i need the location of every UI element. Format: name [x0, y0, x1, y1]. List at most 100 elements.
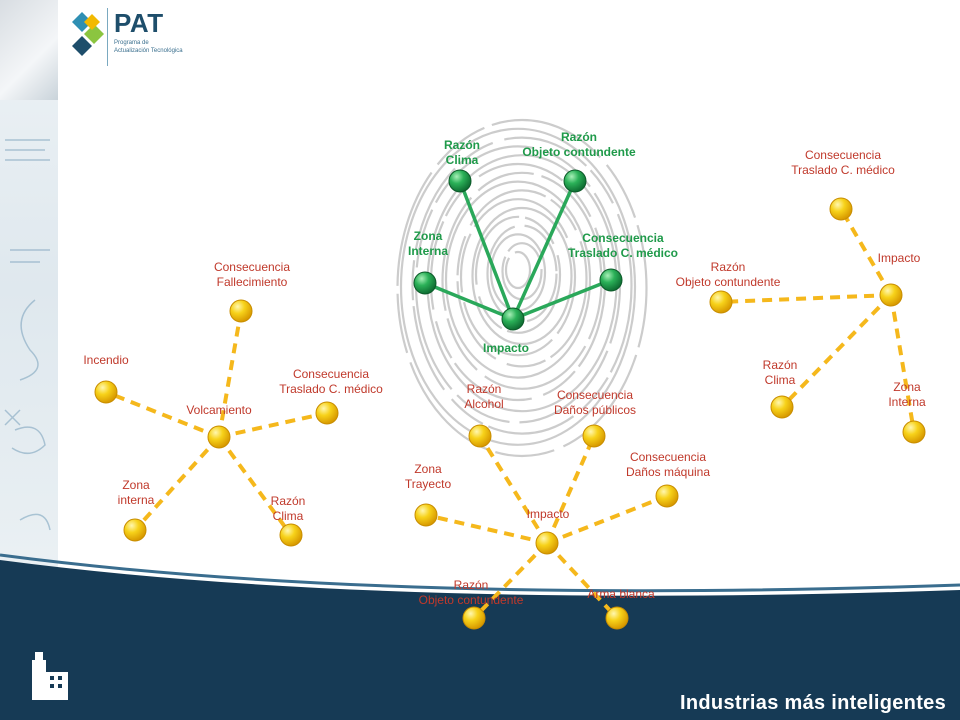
- diagram-2-leaf-label-3-line2: Interna: [407, 244, 449, 258]
- diagram-4-leaf-label-2-line1: Razón: [710, 260, 746, 274]
- diagram-1-leaf-label-1-line2: Fallecimiento: [216, 275, 288, 289]
- fingerprint-ridge-5: [474, 215, 562, 334]
- diagram-3-leaf-node-2: [582, 424, 606, 448]
- diagram-4-edge-4: [889, 294, 916, 433]
- fingerprint-background: [396, 118, 648, 458]
- diagram-4-edge-3: [780, 293, 893, 409]
- fingerprint-ridge-10: [441, 171, 603, 390]
- diagram-3-leaf-label-5-line1: Razón: [453, 578, 489, 592]
- diagram-2-edge-3: [424, 281, 514, 321]
- top-left-photo: [0, 0, 58, 100]
- diagram-2-leaf-label-2-line1: Razón: [560, 130, 597, 144]
- diagram-3-leaf-label-3-line2: Trayecto: [404, 477, 452, 491]
- diagram-1-leaf-label-3-line2: Traslado C. médico: [279, 382, 383, 396]
- diagram-2-hub-node: [501, 307, 525, 331]
- diagram-1-leaf-node-2: [94, 380, 118, 404]
- fingerprint-ridge-9: [444, 180, 592, 379]
- pat-logo-mark-icon: [72, 12, 104, 56]
- diagram-3-leaf-label-1-line1: Razón: [466, 382, 502, 396]
- diagram-1-leaf-node-5: [279, 523, 303, 547]
- diagram-2-leaf-node-3: [413, 271, 437, 295]
- diagram-3-edge-1: [478, 434, 549, 545]
- diagram-3-leaf-node-3: [414, 503, 438, 527]
- fingerprint-ridge-12: [426, 154, 618, 413]
- diagram-2-hub-label: Impacto: [483, 341, 529, 356]
- diagram-1-edge-5: [217, 435, 293, 537]
- diagram-1-edge-1: [217, 310, 243, 438]
- fingerprint-ridge-14: [411, 136, 633, 435]
- fingerprint-ridge-8: [456, 189, 588, 368]
- diagram-1-leaf-node-3: [315, 401, 339, 425]
- footer-band: [0, 560, 960, 720]
- diagram-3-hub-label: Impacto: [527, 507, 570, 522]
- diagram-2-hub-label-line1: Impacto: [482, 341, 530, 355]
- diagram-3-edge-5: [472, 541, 549, 620]
- diagram-1-leaf-label-5-line2: Clima: [272, 509, 304, 523]
- diagram-3-edge-2: [545, 435, 596, 544]
- diagram-3-leaf-node-6: [605, 606, 629, 630]
- diagram-2-leaf-label-2-line2: Objeto contundente: [522, 145, 636, 159]
- diagram-3-leaf-node-5: [462, 606, 486, 630]
- diagram-4-leaf-label-3-line1: Razón: [762, 358, 798, 372]
- diagram-2-leaf-node-1: [448, 169, 472, 193]
- logo-subtitle-line2: Actualización Tecnológica: [114, 48, 183, 54]
- diagram-3-leaf-label-2-line1: Consecuencia: [556, 388, 634, 402]
- diagram-3-leaf-node-1: [468, 424, 492, 448]
- footer-tagline: Industrias más inteligentes: [680, 692, 946, 714]
- diagram-2-leaf-label-4-line2: Traslado C. médico: [567, 246, 679, 260]
- diagram-2-leaf-label-4-line1: Consecuencia: [582, 231, 664, 245]
- diagram-4-leaf-label-1-line2: Traslado C. médico: [791, 163, 895, 177]
- diagram-2-leaf-label-3-line1: Zona: [413, 229, 443, 243]
- diagram-1-hub-label-line1: Volcamiento: [186, 403, 252, 417]
- building-icon: [32, 652, 68, 700]
- diagram-3-leaf-label-6: Arma blanca: [587, 587, 654, 602]
- diagram-4-leaf-label-2-line2: Objeto contundente: [675, 275, 781, 289]
- diagram-2-edge-2: [511, 180, 577, 320]
- fingerprint-ridge-7: [459, 198, 577, 357]
- logo-title: PAT: [114, 8, 164, 38]
- diagram-3-leaf-label-6-line1: Arma blanca: [587, 587, 655, 601]
- diagram-2-leaf-label-1-line1: Razón: [444, 138, 480, 152]
- fingerprint-ridge-15: [399, 127, 637, 446]
- diagram-3-leaf-label-5-line2: Objeto contundente: [418, 593, 524, 607]
- diagram-1-hub-node: [207, 425, 231, 449]
- diagram-2-leaf-node-2: [563, 169, 587, 193]
- logo-subtitle-line1: Programa de: [114, 40, 149, 46]
- diagram-1-leaf-node-1: [229, 299, 253, 323]
- diagram-4-leaf-label-4-line2: Interna: [888, 395, 926, 409]
- diagram-4-leaf-label-4-line1: Zona: [893, 380, 921, 394]
- footer-highlight: [0, 553, 960, 593]
- diagram-1-leaf-label-2: Incendio: [83, 353, 128, 368]
- diagram-1-edge-2: [105, 390, 220, 439]
- diagram-3-leaf-label-1-line2: Alcohol: [464, 397, 504, 411]
- diagram-4-leaf-label-1-line1: Consecuencia: [804, 148, 882, 162]
- diagram-3-leaf-label-3-line1: Zona: [414, 462, 442, 476]
- diagram-2-edge-1: [458, 180, 515, 320]
- diagram-4-leaf-node-1: [829, 197, 853, 221]
- fingerprint-ridge-6: [471, 206, 573, 346]
- diagram-2-leaf-label-1-line2: Clima: [445, 153, 479, 167]
- diagram-3-edge-6: [545, 541, 619, 620]
- fingerprint-ridge-1: [504, 250, 532, 290]
- diagram-4-hub-label: Impacto: [878, 251, 921, 266]
- diagram-1-leaf-label-3-line1: Consecuencia: [292, 367, 370, 381]
- diagram-2-leaf-node-4: [599, 268, 623, 292]
- diagram-3-hub-node: [535, 531, 559, 555]
- diagram-3-leaf-label-4-line2: Daños máquina: [625, 465, 711, 479]
- diagram-1-leaf-label-2-line1: Incendio: [83, 353, 129, 367]
